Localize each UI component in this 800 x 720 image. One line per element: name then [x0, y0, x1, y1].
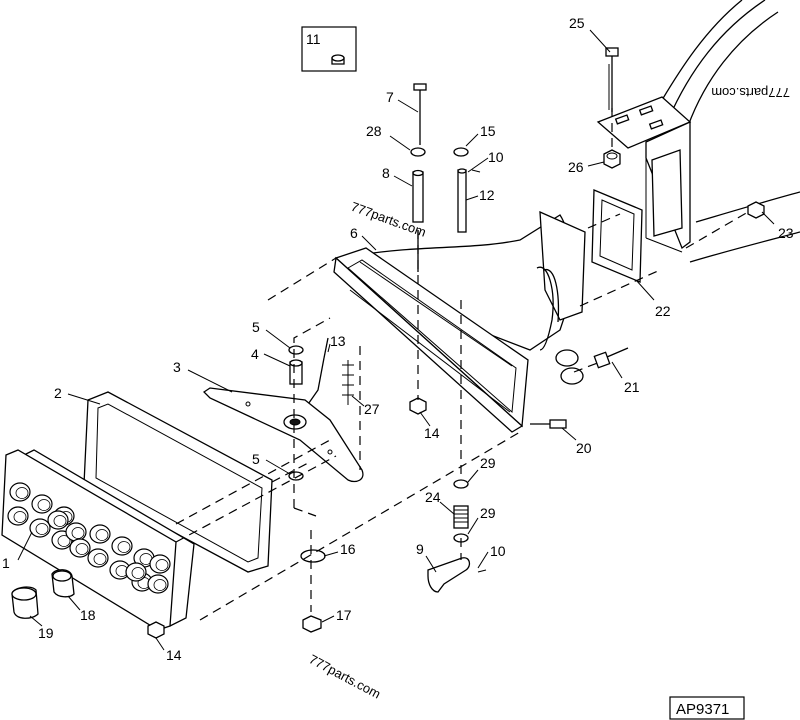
callout-28: 28: [366, 123, 382, 139]
callout-numbers: 1 2 3 4 5 5 6 7 8 9 10 10 11 12 13 14 14…: [2, 15, 794, 663]
callout-29a: 29: [480, 455, 496, 471]
mounting-bracket-drawing: [596, 47, 692, 253]
callout-19: 19: [38, 625, 54, 641]
tube-bore: [131, 567, 145, 579]
callout-1: 1: [2, 555, 10, 571]
tube-outlet: [149, 554, 171, 574]
callout-29b: 29: [480, 505, 496, 521]
callout-23: 23: [778, 225, 794, 241]
callout-21: 21: [624, 379, 640, 395]
tube-outlet: [47, 510, 69, 530]
tube-bore: [13, 511, 27, 523]
callout-16: 16: [340, 541, 356, 557]
tube-outlet: [31, 494, 53, 514]
tube-bore: [95, 529, 109, 541]
tube-bore: [153, 579, 167, 591]
assembly-dashed-lines: [175, 108, 749, 621]
callout-14a: 14: [166, 647, 182, 663]
callout-3: 3: [173, 359, 181, 375]
tube-bore: [93, 553, 107, 565]
leader-lines: [17, 29, 775, 651]
figure-code: AP9371: [676, 701, 729, 718]
tube-outlet: [29, 518, 51, 538]
tube-outlet: [125, 562, 147, 582]
callout-10a: 10: [488, 149, 504, 165]
callout-4: 4: [251, 346, 259, 362]
callout-10b: 10: [490, 543, 506, 559]
callout-6: 6: [350, 225, 358, 241]
callout-17: 17: [336, 607, 352, 623]
callout-20: 20: [576, 440, 592, 456]
watermark-top-right: 777parts.com: [711, 85, 790, 100]
tube-outlet: [87, 548, 109, 568]
tube-bore: [71, 527, 85, 539]
tube-bore: [75, 543, 89, 555]
tube-bore: [53, 515, 67, 527]
callout-25: 25: [569, 15, 585, 31]
callout-5a: 5: [252, 319, 260, 335]
tube-outlet: [111, 536, 133, 556]
callout-18: 18: [80, 607, 96, 623]
callout-8: 8: [382, 165, 390, 181]
callout-27: 27: [364, 401, 380, 417]
grille-plate-1-drawing: [1, 449, 195, 631]
callout-7: 7: [386, 89, 394, 105]
lever-arm-3-drawing: [202, 345, 364, 483]
callout-15: 15: [480, 123, 496, 139]
figure-code-box: [669, 696, 745, 720]
callout-24: 24: [425, 489, 441, 505]
tube-outlet: [147, 574, 169, 594]
callout-2: 2: [54, 385, 62, 401]
gasket-22-drawing: [591, 189, 643, 283]
callout-13: 13: [330, 333, 346, 349]
tube-bore: [15, 487, 29, 499]
watermark-bottom: 777parts.com: [307, 651, 384, 701]
callout-14b: 14: [424, 425, 440, 441]
hose-drawing: [661, 0, 800, 263]
callout-26: 26: [568, 159, 584, 175]
watermarks: 777parts.com 777parts.com 777parts.com: [307, 85, 790, 702]
housing-6-drawing: [333, 210, 586, 433]
tube-bore: [37, 499, 51, 511]
callout-12: 12: [479, 187, 495, 203]
tube-outlet: [9, 482, 31, 502]
tube-bore: [155, 559, 169, 571]
tube-bore: [57, 535, 71, 547]
callout-11: 11: [306, 31, 321, 47]
tube-outlet: [69, 538, 91, 558]
tube-outlet: [7, 506, 29, 526]
callout-box-11: [301, 26, 357, 72]
callout-9: 9: [416, 541, 424, 557]
tube-bore: [117, 541, 131, 553]
tube-outlet: [89, 524, 111, 544]
callout-5b: 5: [252, 451, 260, 467]
tube-bore: [35, 523, 49, 535]
callout-22: 22: [655, 303, 671, 319]
